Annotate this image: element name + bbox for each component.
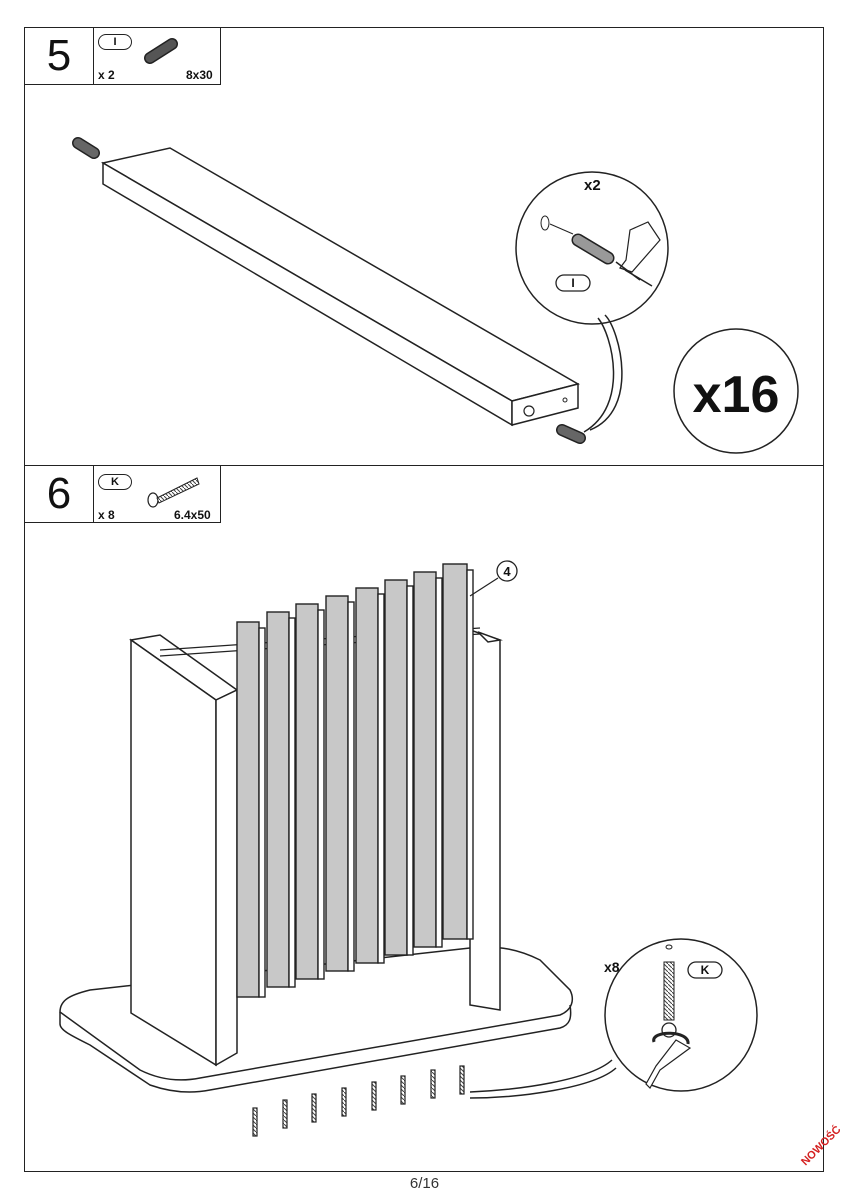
step-6-detail-qty: x8 xyxy=(604,959,620,975)
step-6-part-qty: x 8 xyxy=(98,508,115,522)
step-6-part-size: 6.4x50 xyxy=(174,508,211,522)
slat xyxy=(236,621,266,998)
hammer-detail-circle xyxy=(515,171,669,433)
dowel-right xyxy=(556,424,586,444)
left-side-panel xyxy=(129,634,239,1067)
screw-icon xyxy=(147,477,200,508)
dowel-left xyxy=(72,137,100,159)
part-callout-number: 4 xyxy=(503,564,511,579)
repeat-badge xyxy=(673,328,799,454)
part-callout-circle xyxy=(496,560,518,582)
step-5-detail-qty: x2 xyxy=(584,177,601,194)
step-5-part-qty: x 2 xyxy=(98,68,115,82)
slat xyxy=(384,579,414,956)
step-5-part-letter: I xyxy=(98,34,132,50)
step-5-parts-box: I x 2 8x30 xyxy=(93,27,221,85)
part-callout-leader xyxy=(469,577,499,597)
dowel-icon xyxy=(144,38,178,64)
step-divider xyxy=(24,465,824,466)
step-6-detail-part-pill xyxy=(687,961,723,979)
step-6-parts-box: K x 8 6.4x50 xyxy=(93,465,221,523)
slat xyxy=(266,611,296,988)
step-6-number: 6 xyxy=(24,465,94,523)
slat xyxy=(413,571,443,948)
slat xyxy=(355,587,385,964)
step-5-part-size: 8x30 xyxy=(186,68,213,82)
step-6-part-letter: K xyxy=(98,474,132,490)
shelf-board xyxy=(100,147,580,427)
screws-row xyxy=(252,1065,465,1137)
slat xyxy=(295,603,325,980)
step-5-detail-part-letter: I xyxy=(571,276,574,290)
vertical-slats xyxy=(236,563,474,998)
right-side-panel xyxy=(469,628,503,1011)
page-frame xyxy=(24,27,824,1172)
repeat-count: x16 xyxy=(693,366,780,424)
slat xyxy=(442,563,474,940)
step-6-detail-part-letter: K xyxy=(701,963,710,977)
page-number: 6/16 xyxy=(409,1175,440,1192)
step-5-detail-part-pill xyxy=(555,274,591,292)
slat xyxy=(325,595,355,972)
